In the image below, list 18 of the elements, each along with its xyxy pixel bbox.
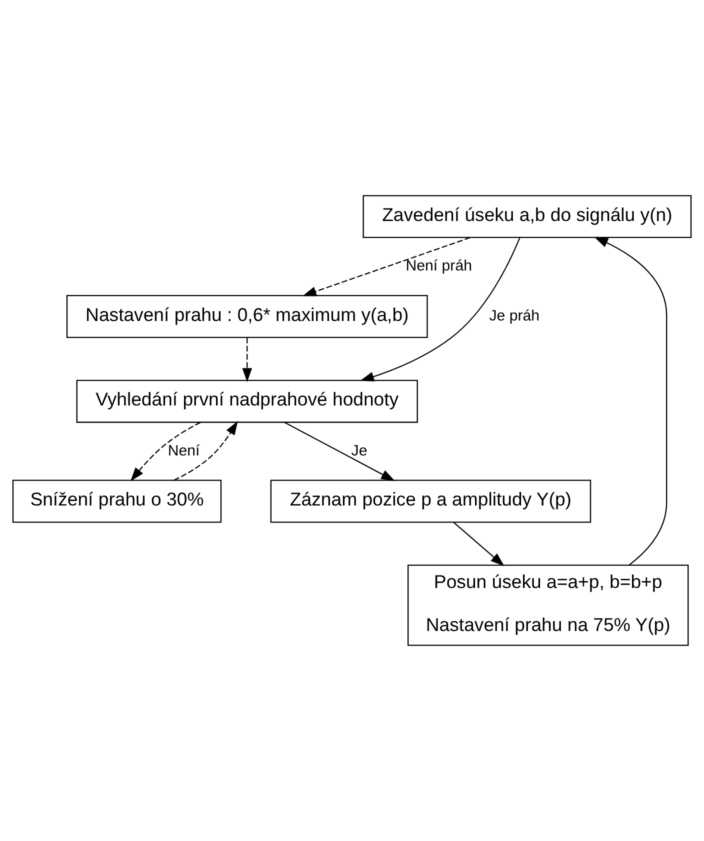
edge-label: Není práh <box>406 257 472 274</box>
arrow <box>242 338 252 382</box>
edge-label: Není <box>168 442 200 460</box>
node-box: Nastavení prahu : 0,6* maximum y(a,b) <box>66 295 428 338</box>
arrow <box>302 237 470 296</box>
node-box: Záznam pozice p a amplitudy Y(p) <box>270 480 592 523</box>
edge-label: Je práh <box>489 307 540 324</box>
node-box: Posun úseku a=a+p, b=b+p Nastavení prahu na 75% Y(p) <box>408 564 689 646</box>
arrow <box>360 238 520 382</box>
arrow <box>284 422 396 482</box>
arrow <box>454 522 504 566</box>
node-box: Zavedení úseku a,b do signálu y(n) <box>362 195 692 238</box>
node-box: Snížení prahu o 30% <box>12 480 222 523</box>
arrow <box>130 422 201 482</box>
edge-label: Je <box>351 442 368 460</box>
arrow <box>594 236 668 566</box>
arrow <box>174 421 238 481</box>
node-box: Vyhledání první nadprahové hodnoty <box>76 380 418 423</box>
